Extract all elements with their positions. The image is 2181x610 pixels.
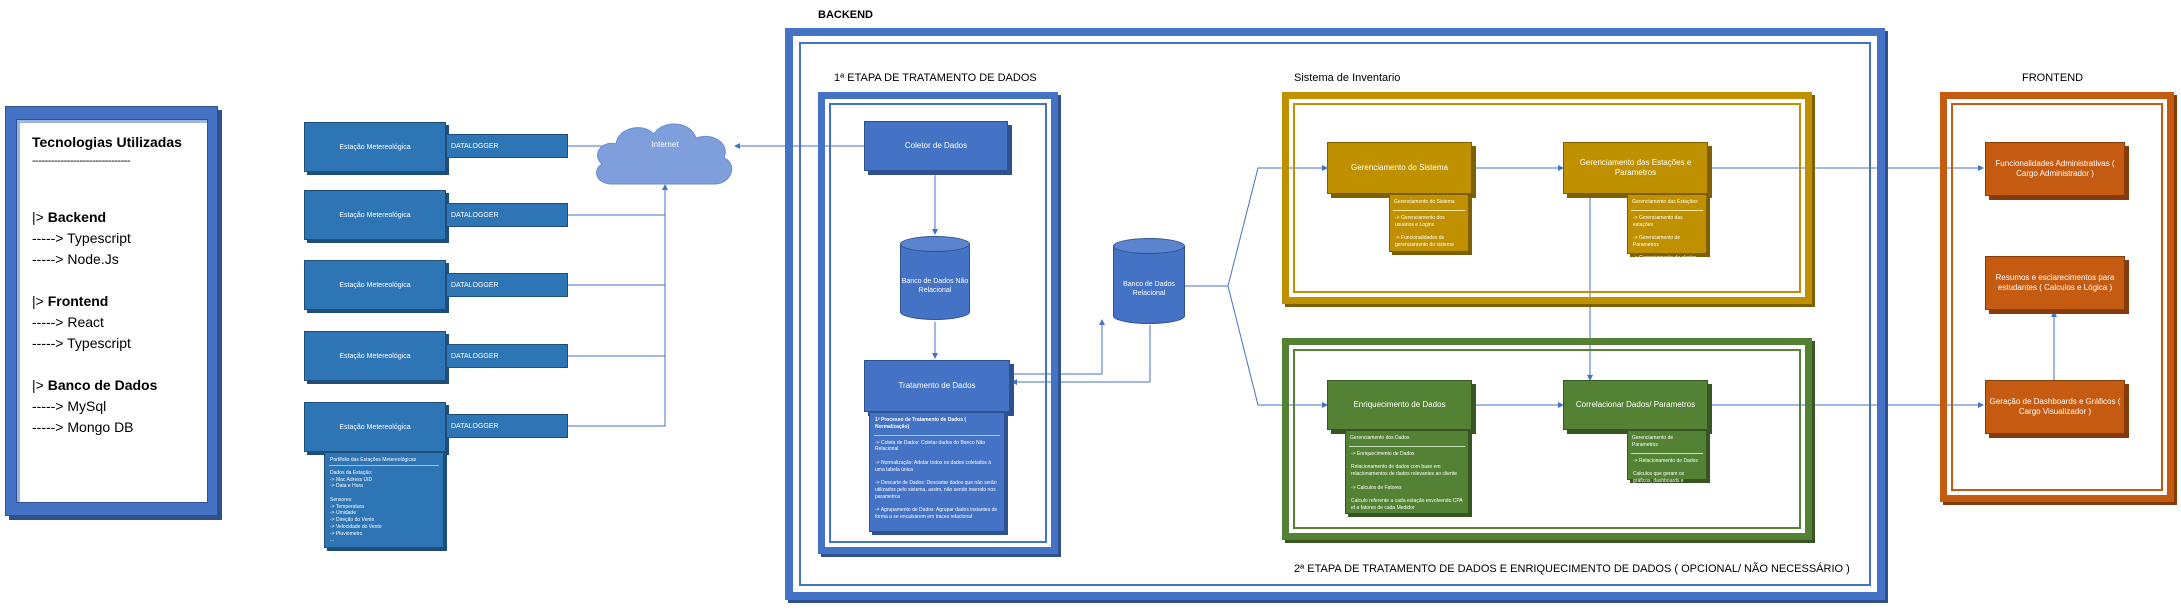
stations-note-title: Gerenciamento das Estações xyxy=(1631,195,1703,211)
stage2-title: 2ª ETAPA DE TRATAMENTO DE DADOS E ENRIQU… xyxy=(1294,563,1850,575)
tech-frontend: |> Frontend xyxy=(32,293,109,309)
tech-backend: |> Backend xyxy=(32,209,107,225)
dashboards-box: Geração de Dashboards e Gráficos ( Cargo… xyxy=(1985,380,2125,434)
station-note-title: Portifolio das Estações Metereológicas xyxy=(329,453,439,466)
admin-box: Funcionalidades Administrativas ( Cargo … xyxy=(1985,142,2125,196)
internet-label: Internet xyxy=(651,140,679,149)
inventory-frame xyxy=(1282,92,1812,304)
station-3: Estação Metereológica xyxy=(304,260,446,310)
backend-inner-border xyxy=(799,42,1871,586)
nonrel-db-cylinder: Banco de Dados Não Relacional xyxy=(900,236,970,320)
enrich-note-title: Gerenciamento dos Dados xyxy=(1349,431,1465,447)
correlate-box: Correlacionar Dados/ Parametros xyxy=(1563,380,1708,430)
technologies-panel: Tecnologias Utilizadas -----------------… xyxy=(5,106,218,516)
datalogger-2: DATALOGGER xyxy=(446,203,568,227)
collector-box: Coletor de Dados xyxy=(864,121,1008,171)
frontend-title: FRONTEND xyxy=(2022,72,2084,84)
datalogger-4: DATALOGGER xyxy=(446,344,568,368)
system-mgmt-note: Gerenciamento do Sistema -> Gerenciament… xyxy=(1389,194,1469,252)
tech-item: -----> React xyxy=(32,314,104,330)
station-2: Estação Metereológica xyxy=(304,190,446,240)
inventory-inner-border xyxy=(1293,103,1801,293)
stage2-inner-border xyxy=(1293,349,1801,529)
station-portfolio-note: Portifolio das Estações Metereológicas D… xyxy=(324,452,444,548)
correlate-note-body: -> Relacionamento de Dados Calculos que … xyxy=(1633,457,1698,491)
stage1-inner-border xyxy=(829,103,1047,543)
station-5: Estação Metereológica xyxy=(304,402,446,452)
station-note-body: Dados da Estação: -> Mac Adress UID -> D… xyxy=(330,469,382,544)
rel-db-label: Banco de Dados Relacional xyxy=(1123,280,1175,297)
system-note-body: -> Gerenciamento dos usuários e Logins -… xyxy=(1395,214,1454,248)
tech-item: -----> Typescript xyxy=(32,335,131,351)
frontend-frame xyxy=(1940,92,2174,502)
station-4: Estação Metereológica xyxy=(304,331,446,381)
system-mgmt-box: Gerenciamento do Sistema xyxy=(1327,142,1472,194)
stage2-frame xyxy=(1282,338,1812,540)
stations-mgmt-note: Gerenciamento das Estações -> Gerenciame… xyxy=(1627,194,1707,261)
correlate-note: Gerenciamento de Parametros -> Relaciona… xyxy=(1627,430,1707,491)
technologies-panel-inner: Tecnologias Utilizadas -----------------… xyxy=(16,119,208,503)
tech-item: -----> Mongo DB xyxy=(32,419,134,435)
treatment-note: 1ª Processo de Tratamento de Dados ( Nor… xyxy=(869,412,1005,532)
enrich-note-body: -> Enriquecimento de Dados Relacionament… xyxy=(1351,450,1463,511)
tech-item: -----> MySql xyxy=(32,398,107,414)
tech-database: |> Banco de Dados xyxy=(32,377,158,393)
backend-title: BACKEND xyxy=(818,9,873,21)
stations-mgmt-box: Gerenciamento das Estações e Parametros xyxy=(1563,142,1708,194)
stations-note-body: -> Gerenciamento das estações -> Gerenci… xyxy=(1633,214,1697,262)
internet-cloud xyxy=(596,123,733,185)
stage1-frame xyxy=(818,92,1058,554)
datalogger-5: DATALOGGER xyxy=(446,414,568,438)
datalogger-1: DATALOGGER xyxy=(446,134,568,158)
enrich-note: Gerenciamento dos Dados -> Enriqueciment… xyxy=(1345,430,1469,514)
datalogger-3: DATALOGGER xyxy=(446,273,568,297)
treatment-note-title: 1ª Processo de Tratamento de Dados ( Nor… xyxy=(874,413,1000,436)
treatment-box: Tratamento de Dados xyxy=(864,360,1010,412)
enrich-box: Enriquecimento de Dados xyxy=(1327,380,1472,430)
tech-item: -----> Typescript xyxy=(32,230,131,246)
rel-db-cylinder: Banco de Dados Relacional xyxy=(1113,238,1185,324)
nonrel-db-label: Banco de Dados Não Relacional xyxy=(901,277,969,294)
stage1-title: 1ª ETAPA DE TRATAMENTO DE DADOS xyxy=(834,72,1037,84)
station-1: Estação Metereológica xyxy=(304,122,446,172)
frontend-inner-border xyxy=(1951,103,2163,491)
technologies-title: Tecnologias Utilizadas xyxy=(32,134,182,150)
resources-box: Resumos e esclarecimentos para estudante… xyxy=(1985,256,2125,310)
inventory-title: Sistema de Inventario xyxy=(1294,72,1401,84)
correlate-note-title: Gerenciamento de Parametros xyxy=(1631,431,1703,454)
technologies-divider: ------------------------------- xyxy=(32,155,131,167)
backend-frame xyxy=(785,28,1885,600)
tech-item: -----> Node.Js xyxy=(32,251,119,267)
treatment-note-body: -> Coleta de Dados: Coletar dados do Ban… xyxy=(875,439,998,520)
system-note-title: Gerenciamento do Sistema xyxy=(1393,195,1465,211)
